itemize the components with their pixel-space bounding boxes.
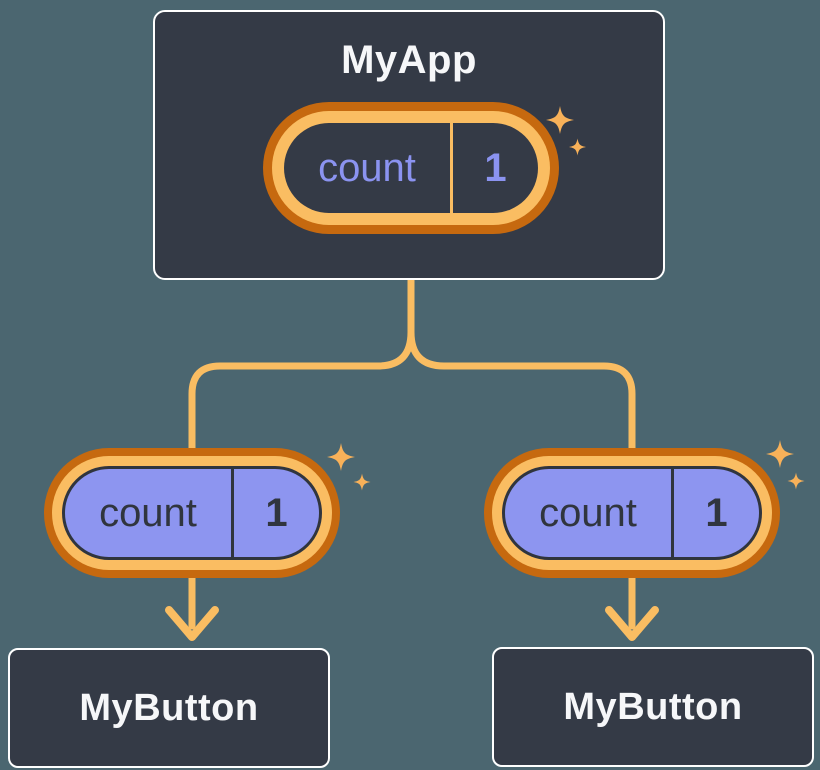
pill-body: count 1: [62, 466, 322, 560]
pill-divider: [671, 469, 674, 557]
arrow-down-icon: [165, 606, 219, 641]
prop-value: 1: [265, 490, 288, 535]
connector-right-branch: [407, 276, 636, 630]
arrow-down-icon: [605, 606, 659, 641]
pill-divider: [450, 123, 453, 213]
prop-pill-left: count 1: [44, 448, 340, 578]
component-label: MyButton: [563, 685, 743, 728]
pill-ring: count 1: [272, 111, 550, 225]
prop-name: count: [99, 490, 197, 535]
state-value: 1: [484, 145, 507, 190]
pill-ring: count 1: [492, 456, 772, 570]
component-node-mybutton-right: MyButton: [492, 647, 814, 767]
pill-body: count 1: [284, 123, 538, 213]
prop-name: count: [539, 490, 637, 535]
state-name: count: [318, 145, 416, 190]
component-node-mybutton-left: MyButton: [8, 648, 330, 768]
pill-ring: count 1: [52, 456, 332, 570]
pill-body: count 1: [502, 466, 762, 560]
state-pill-root: count 1: [263, 102, 559, 234]
prop-pill-right: count 1: [484, 448, 780, 578]
component-label: MyApp: [341, 38, 477, 82]
pill-divider: [231, 469, 234, 557]
component-label: MyButton: [79, 686, 259, 729]
prop-value: 1: [705, 490, 728, 535]
